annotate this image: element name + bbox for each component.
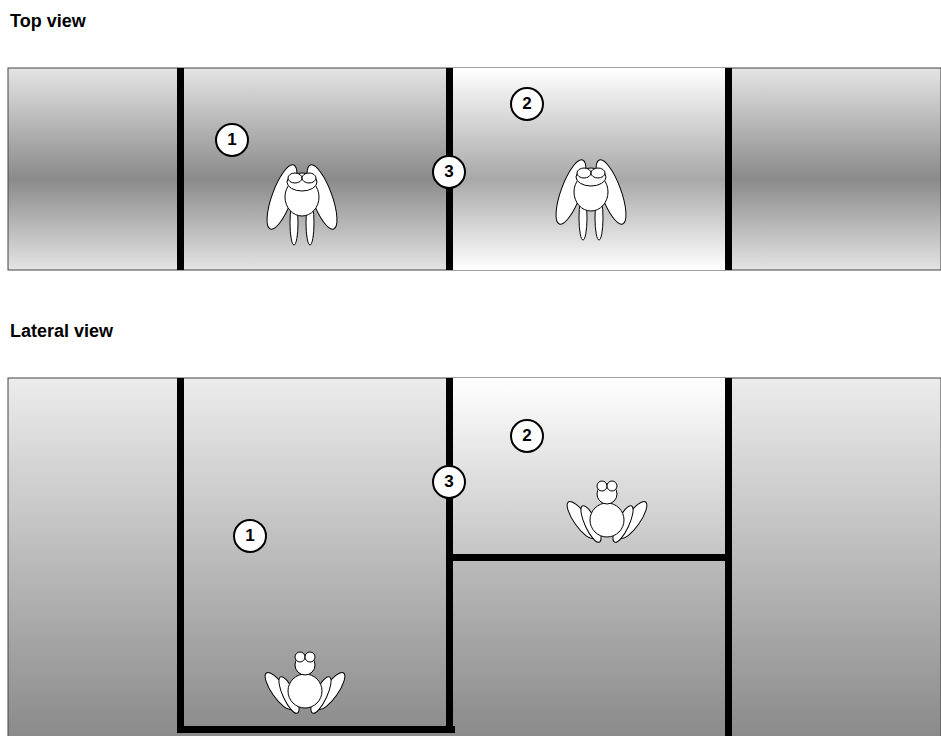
callout-number: 2 <box>512 89 542 119</box>
callout-number: 1 <box>217 125 247 155</box>
callout-number: 3 <box>434 157 464 187</box>
callout-number: 1 <box>235 521 265 551</box>
view-heading: Lateral view <box>10 321 113 342</box>
callout-number: 2 <box>512 421 542 451</box>
view-heading: Top view <box>10 11 86 32</box>
callout-number: 3 <box>434 467 464 497</box>
